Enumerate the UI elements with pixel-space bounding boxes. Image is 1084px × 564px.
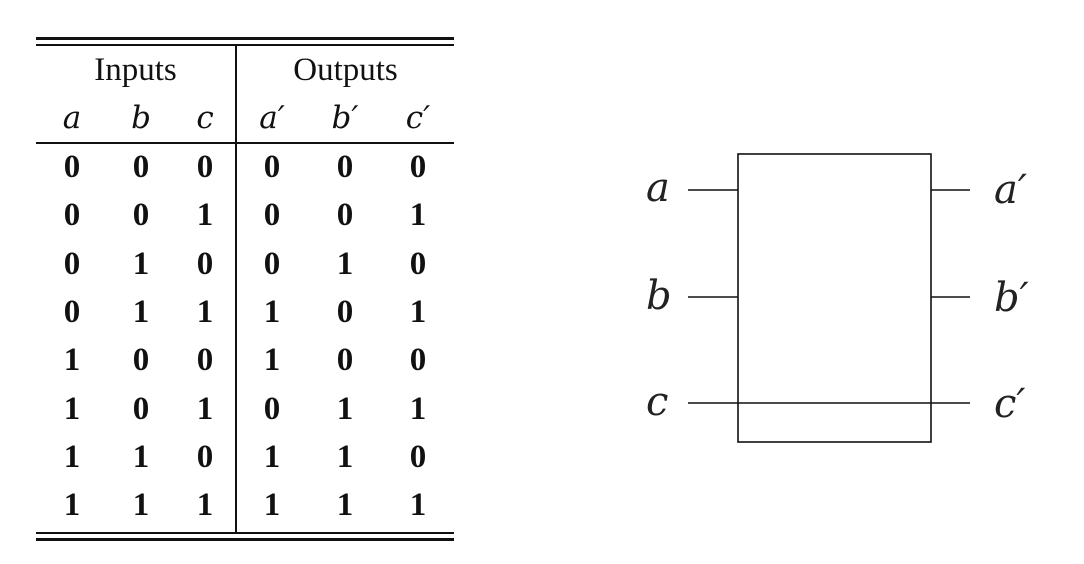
table-cell: 0 [132, 342, 150, 378]
table-cell: 0 [196, 439, 214, 475]
column-header-1: b [131, 100, 151, 136]
table-cell: 0 [63, 149, 81, 185]
table-cell: 1 [196, 487, 214, 523]
table-cell: 0 [409, 439, 427, 475]
table-cell: 1 [63, 487, 81, 523]
table-cell: 1 [409, 487, 427, 523]
column-header-0: a [62, 100, 82, 136]
table-cell: 1 [132, 246, 150, 282]
table-cell: 1 [336, 391, 354, 427]
port-label-out-a: a′ [994, 167, 1027, 213]
table-top-rule [36, 37, 454, 46]
table-cell: 0 [409, 342, 427, 378]
table-cell: 0 [336, 342, 354, 378]
gate-diagram: a b c a′ b′ c′ [620, 130, 1060, 470]
table-cell: 0 [336, 149, 354, 185]
table-cell: 0 [63, 197, 81, 233]
table-cell: 0 [263, 391, 281, 427]
table-cell: 0 [409, 149, 427, 185]
table-cell: 0 [409, 246, 427, 282]
table-cell: 1 [409, 294, 427, 330]
table-cell: 1 [196, 197, 214, 233]
port-label-in-a: a [646, 165, 670, 211]
table-cell: 1 [63, 391, 81, 427]
column-header-2: c [196, 100, 214, 136]
column-header-3: a′ [259, 100, 285, 136]
gate-svg [688, 153, 970, 443]
table-cell: 0 [196, 246, 214, 282]
table-header-rule [36, 142, 454, 144]
table-cell: 0 [336, 294, 354, 330]
table-cell: 1 [63, 439, 81, 475]
table-cell: 0 [132, 149, 150, 185]
table-cell: 0 [263, 197, 281, 233]
gate-box [737, 153, 932, 443]
table-cell: 1 [196, 391, 214, 427]
table-cell: 0 [63, 294, 81, 330]
table-cell: 1 [63, 342, 81, 378]
header-outputs: Outputs [293, 52, 398, 88]
table-cell: 1 [336, 246, 354, 282]
table-cell: 1 [196, 294, 214, 330]
table-bottom-rule [36, 532, 454, 541]
table-cell: 0 [63, 246, 81, 282]
table-cell: 1 [336, 487, 354, 523]
port-label-out-c: c′ [994, 381, 1026, 427]
table-column-separator [235, 46, 237, 532]
port-label-in-c: c [646, 379, 669, 425]
table-cell: 0 [132, 197, 150, 233]
table-cell: 1 [263, 342, 281, 378]
table-cell: 1 [132, 294, 150, 330]
table-cell: 0 [336, 197, 354, 233]
header-inputs: Inputs [94, 52, 177, 88]
table-cell: 0 [263, 149, 281, 185]
table-cell: 1 [409, 197, 427, 233]
table-cell: 1 [263, 487, 281, 523]
column-header-4: b′ [331, 100, 359, 136]
table-cell: 1 [336, 439, 354, 475]
table-cell: 0 [263, 246, 281, 282]
table-cell: 1 [132, 439, 150, 475]
table-cell: 1 [409, 391, 427, 427]
table-cell: 1 [263, 294, 281, 330]
port-label-in-b: b [646, 273, 672, 319]
table-cell: 0 [196, 342, 214, 378]
port-label-out-b: b′ [994, 275, 1029, 321]
table-cell: 0 [196, 149, 214, 185]
table-cell: 1 [132, 487, 150, 523]
table-cell: 0 [132, 391, 150, 427]
table-cell: 1 [263, 439, 281, 475]
column-header-5: c′ [405, 100, 431, 136]
